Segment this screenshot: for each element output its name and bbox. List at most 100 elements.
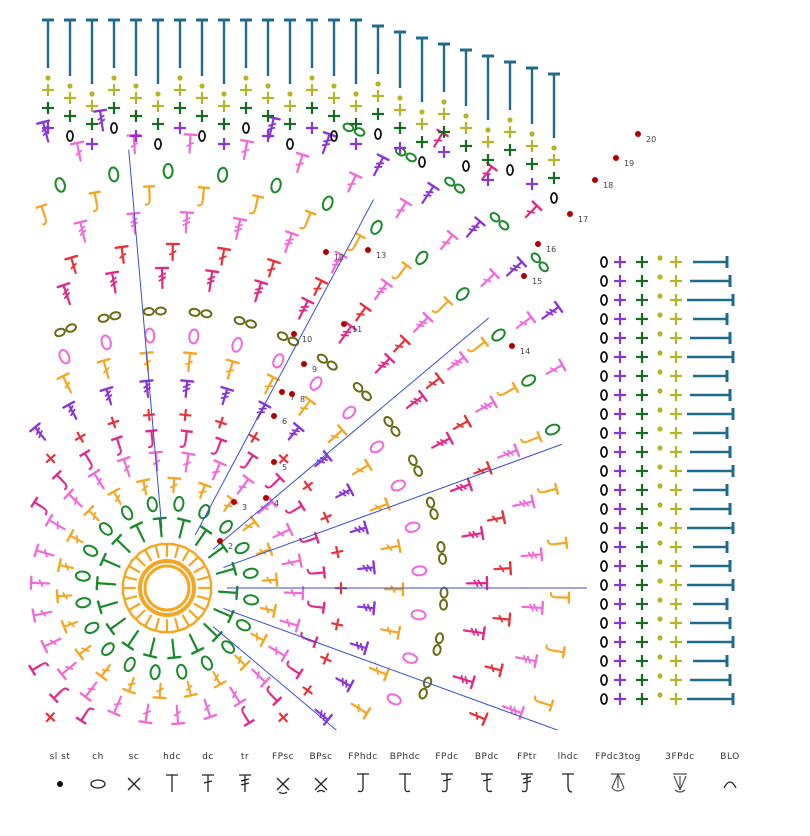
stitch-symbol [276, 331, 300, 347]
border-stitch [670, 693, 682, 705]
border-stitch [636, 370, 648, 382]
border-stitch [614, 408, 626, 420]
stitch-symbol [530, 252, 549, 273]
stitch-symbol [146, 496, 158, 513]
border-stitch [670, 275, 682, 287]
stitch-symbol [176, 663, 188, 680]
stitch-symbol [121, 580, 137, 596]
stitch-symbol [313, 276, 329, 297]
stitch-symbol [98, 522, 113, 536]
stitch-symbol [439, 586, 449, 611]
round-marker-dot [271, 459, 277, 465]
stitch-symbol [351, 458, 373, 476]
stitch-symbol [314, 708, 333, 726]
stitch-symbol [264, 472, 286, 489]
border-stitch [670, 370, 682, 382]
stitch-symbol [316, 353, 338, 371]
stitch-symbol [181, 614, 196, 631]
stitch-symbol [405, 389, 428, 409]
stitch-round [56, 266, 489, 690]
stitch-symbol [373, 153, 390, 177]
border-stitch [614, 370, 626, 382]
round-number: 3 [242, 503, 247, 512]
stitch-symbol [83, 544, 99, 557]
stitch-symbol [368, 666, 390, 682]
stitch-symbol [96, 600, 119, 615]
stitch-symbol [383, 415, 401, 437]
stitch-symbol [188, 307, 213, 319]
round-number: 16 [546, 245, 556, 254]
border-column [86, 18, 98, 150]
round-marker-dot [592, 177, 598, 183]
round-number: 9 [312, 365, 317, 374]
border-stitch [657, 578, 663, 584]
round-number: 11 [352, 325, 362, 334]
border-stitch [614, 598, 626, 610]
stitch-symbol [154, 266, 170, 290]
stitch-symbol [407, 454, 423, 477]
border-stitch [600, 560, 608, 572]
stitch-symbol [243, 594, 260, 606]
stitch-symbol [193, 602, 210, 617]
stitch-symbol [241, 705, 255, 728]
stitch-symbol [73, 219, 88, 243]
border-stitch [690, 332, 732, 344]
stitch-symbol [515, 311, 537, 329]
legend-label: BLO [720, 752, 740, 762]
legend-label: ch [92, 752, 104, 762]
stitch-symbol [104, 270, 120, 294]
stitch-symbol [545, 644, 567, 659]
stitch-symbol [267, 258, 281, 278]
stitch-symbol [149, 664, 161, 681]
stitch-symbol [298, 296, 315, 320]
round-number: 20 [646, 135, 656, 144]
stitch-symbol [395, 197, 413, 219]
stitch-symbol [221, 640, 236, 654]
stitch-symbol [370, 219, 383, 235]
stitch-symbol [331, 545, 344, 559]
legend-label: tr [240, 752, 250, 762]
stitch-symbol [62, 400, 78, 420]
stitch-symbol [415, 250, 429, 266]
stitch-symbol [299, 531, 320, 544]
border-stitch [687, 579, 735, 591]
border-stitch [657, 369, 663, 375]
stitch-symbol [545, 358, 567, 375]
stitch-symbol [214, 416, 228, 429]
border-stitch [614, 332, 626, 344]
spoke-line [212, 626, 337, 730]
border-stitch [670, 617, 682, 629]
spoke-line [223, 443, 562, 568]
round-number: 19 [624, 159, 634, 168]
border-stitch [636, 541, 648, 553]
legend-label: hdc [163, 752, 181, 762]
stitch-symbol [452, 414, 472, 430]
border-row [600, 654, 729, 667]
border-stitch [600, 465, 608, 477]
border-stitch [636, 294, 648, 306]
border-stitch [657, 635, 663, 641]
border-stitch [636, 427, 648, 439]
stitch-symbol [210, 436, 228, 455]
stitch-symbol [240, 138, 255, 160]
border-column [130, 18, 142, 142]
legend-item: BPhdc [370, 752, 440, 796]
stitch-symbol [48, 687, 70, 704]
stitch-symbol [219, 519, 233, 534]
border-stitch [600, 655, 608, 667]
stitch-symbol [105, 617, 127, 636]
top-border-columns [42, 18, 560, 204]
stitch-symbol [173, 495, 185, 512]
stitch-symbol [45, 711, 56, 723]
border-stitch [600, 598, 608, 610]
border-stitch [693, 541, 729, 553]
border-stitch [657, 521, 663, 527]
stitch-symbol [486, 510, 507, 525]
stitch-symbol [180, 379, 195, 398]
border-stitch [693, 598, 729, 610]
stitch-symbol [302, 684, 314, 696]
stitch-round [342, 122, 549, 273]
stitch-symbol [138, 703, 153, 725]
stitch-symbol [29, 575, 51, 591]
dc-icon [202, 774, 214, 792]
